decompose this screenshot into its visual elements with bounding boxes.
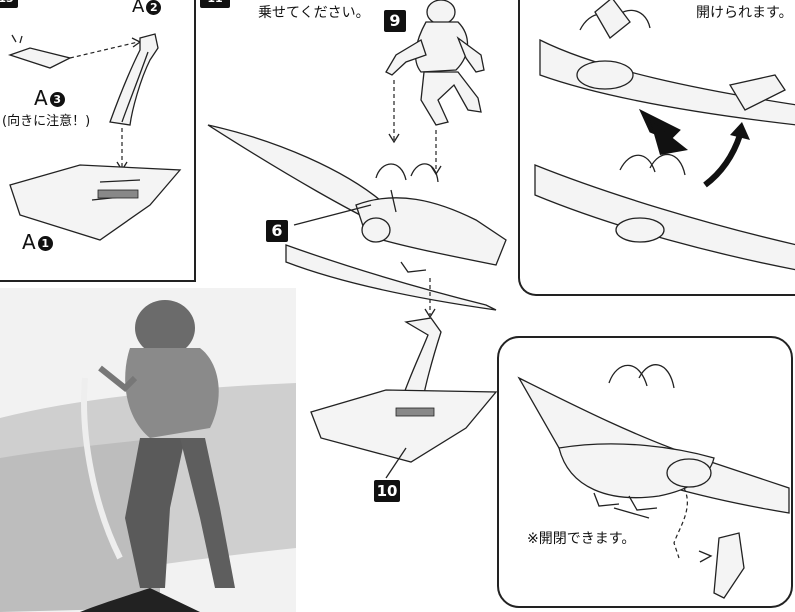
label-a1-letter: A [22,230,36,254]
part-number-9: 9 [384,10,406,32]
step-number-badge: 11 [200,0,230,8]
instruction-text: 開けられます。 [696,5,793,21]
glider-assembly-illustration [207,0,507,479]
label-a2-letter: A [132,0,145,17]
assembled-model-photo [0,288,296,612]
bottom-right-panel: ※開閉できます。 [497,336,793,608]
stand-illustration [310,317,498,463]
label-a2-number: 2 [146,0,162,15]
stand-assembly-illustration [7,33,182,241]
instruction-text: 乗せてください。 [258,5,370,21]
nose-open-illustration [517,364,790,599]
top-right-panel: 開けられます。 [518,0,795,296]
label-a3-number: 3 [49,92,65,107]
figure-illustration [385,0,485,126]
center-panel: 11 乗せてください。 9 6 10 [196,0,516,612]
direction-note: (向きに注意！) [2,114,91,129]
canopy-open-illustration [534,0,795,271]
photo-panel [0,288,296,612]
top-left-panel: 13 A2 A3 (向きに注意！) A1 [0,0,196,282]
step-number-badge: 13 [0,0,18,8]
part-number-10: 10 [374,480,400,502]
label-a3-letter: A [34,86,48,110]
label-a1-number: 1 [37,236,53,251]
part-number-6: 6 [266,220,288,242]
glider-illustration [207,124,507,311]
open-close-note: ※開閉できます。 [527,531,636,547]
